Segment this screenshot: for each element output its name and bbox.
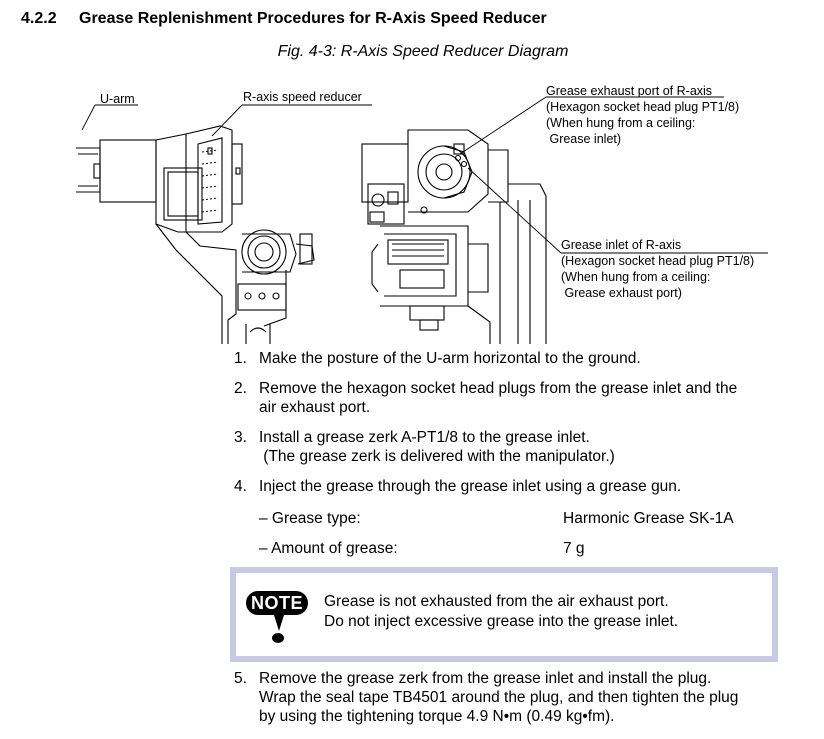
label-grease-inlet: Grease inlet of R-axis (Hexagon socket h…	[561, 238, 755, 300]
grease-amount-label: – Amount of grease:	[259, 540, 398, 557]
step-5: 5. Remove the grease zerk from the greas…	[234, 670, 739, 725]
section-number: 4.2.2	[21, 10, 57, 27]
section-title: Grease Replenishment Procedures for R-Ax…	[79, 10, 547, 27]
left-view-drawing	[76, 125, 315, 344]
steps-list: 1. Make the posture of the U-arm horizon…	[230, 349, 790, 496]
note-box: NOTE Grease is not exhausted from the ai…	[230, 567, 778, 662]
grease-type-value: Harmonic Grease SK-1A	[563, 510, 734, 527]
grease-type-label: – Grease type:	[259, 510, 361, 527]
step-3: 3. Install a grease zerk A-PT1/8 to the …	[234, 429, 615, 465]
note-text: Grease is not exhausted from the air exh…	[324, 593, 679, 630]
figure-caption: Fig. 4-3: R-Axis Speed Reducer Diagram	[277, 43, 569, 60]
step-2: 2. Remove the hexagon socket head plugs …	[234, 380, 738, 416]
label-u-arm: U-arm	[100, 92, 135, 106]
right-view-drawing	[361, 129, 547, 344]
label-r-axis-speed-reducer: R-axis speed reducer	[243, 90, 362, 104]
grease-amount-value: 7 g	[563, 540, 585, 557]
r-axis-reducer-diagram	[76, 96, 768, 344]
section-heading: 4.2.2 Grease Replenishment Procedures for…	[21, 10, 547, 28]
note-icon: NOTE	[246, 591, 312, 651]
note-badge: NOTE	[246, 591, 308, 615]
step-1: 1. Make the posture of the U-arm horizon…	[234, 350, 641, 367]
step-4: 4. Inject the grease through the grease …	[234, 478, 682, 495]
steps-list-continued: 5. Remove the grease zerk from the greas…	[230, 669, 790, 726]
leader-lines	[81, 96, 768, 254]
label-grease-exhaust-port: Grease exhaust port of R-axis (Hexagon s…	[546, 84, 740, 146]
